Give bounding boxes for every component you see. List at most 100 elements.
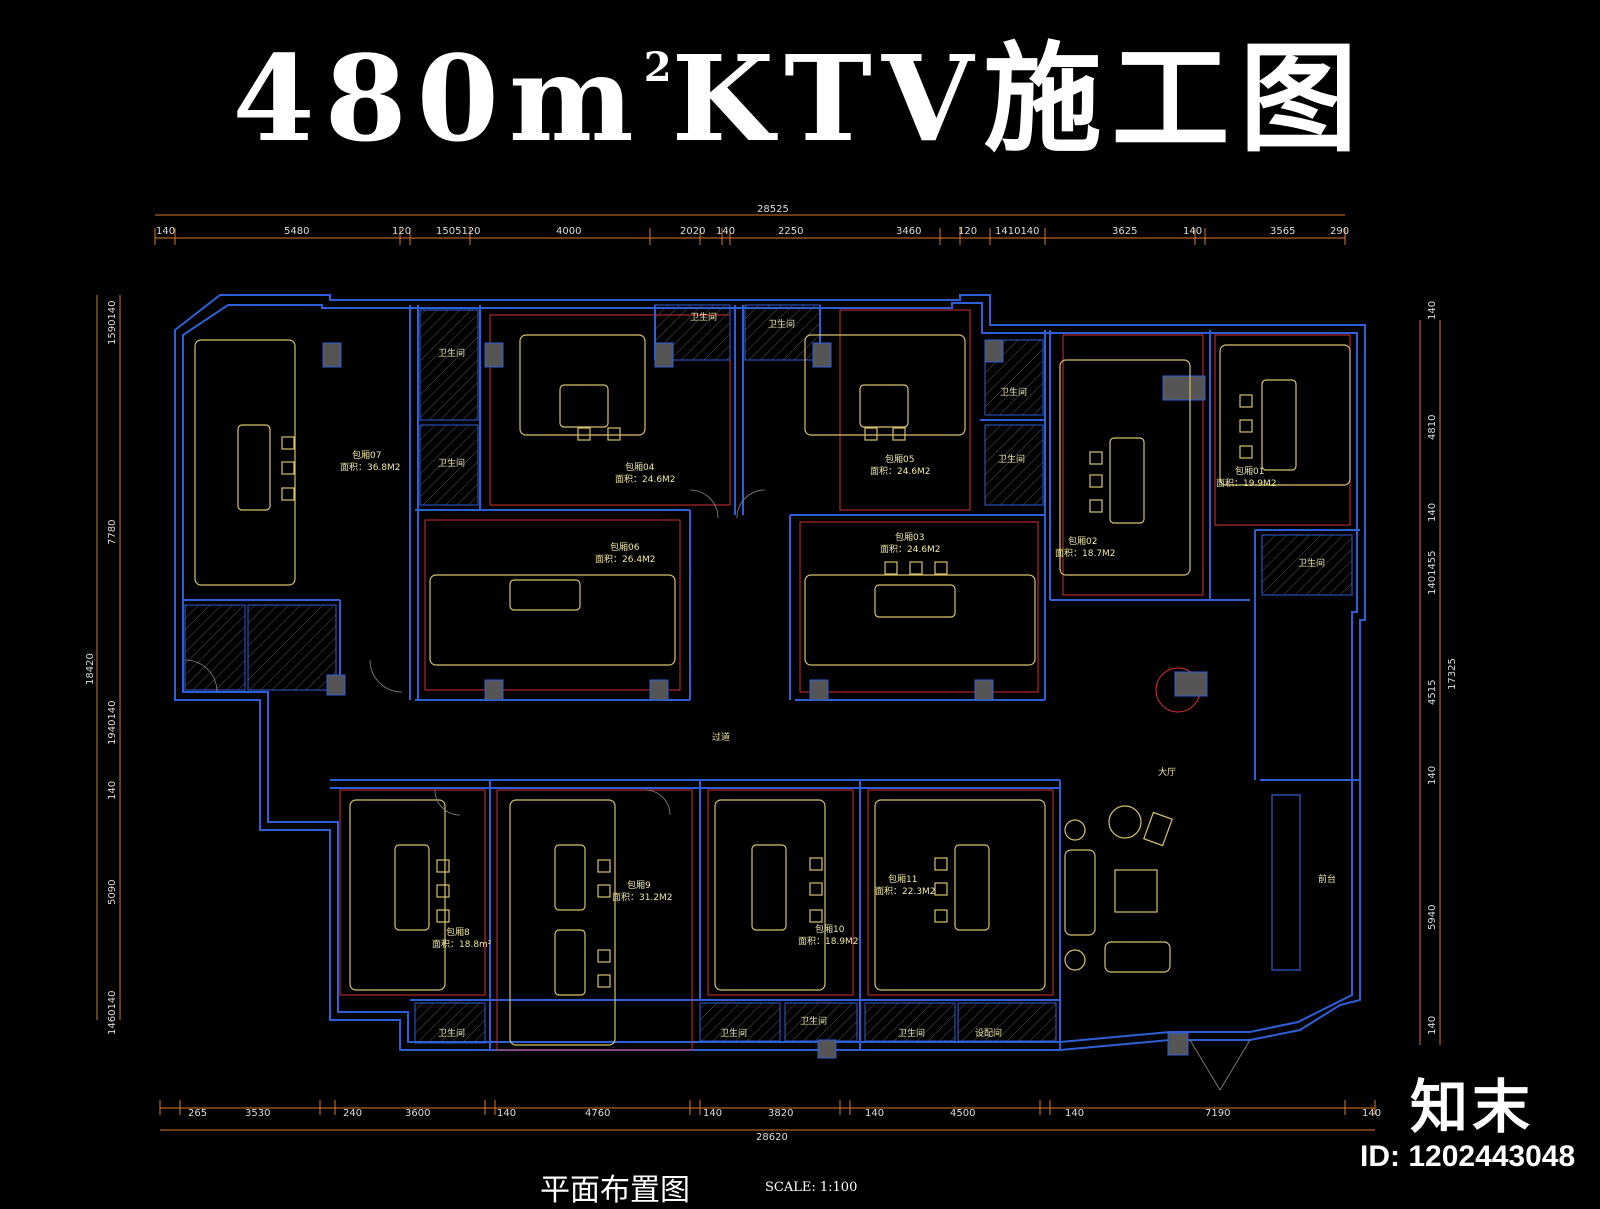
room-05-name: 包厢05 (885, 453, 914, 465)
walls (174, 294, 1366, 1051)
dim-top: 120 (392, 226, 411, 237)
dim-bottom: 4760 (585, 1108, 610, 1119)
toilet-label: 卫生间 (438, 1027, 465, 1039)
room-11-area: 面积：22.3M2 (875, 885, 936, 897)
dim-bottom: 7190 (1205, 1108, 1230, 1119)
dim-top: 2250 (778, 226, 803, 237)
dim-bottom: 3600 (405, 1108, 430, 1119)
room-05-area: 面积：24.6M2 (870, 465, 931, 477)
door-swings (184, 489, 1251, 1091)
room-07-area: 面积：36.8M2 (340, 461, 401, 473)
dim-left: 1590140 (107, 300, 118, 345)
room-labels: 包厢07 面积：36.8M2 包厢04 面积：24.6M2 包厢05 面积：24… (340, 311, 1336, 1039)
toilet-label: 卫生间 (1298, 557, 1325, 569)
dim-top: 290 (1330, 226, 1349, 237)
room-9-name: 包厢9 (627, 879, 651, 891)
room-10-name: 包厢10 (815, 923, 845, 935)
dim-top: 140 (1183, 226, 1202, 237)
dim-top: 4000 (556, 226, 581, 237)
dim-top: 3460 (896, 226, 921, 237)
room-07-name: 包厢07 (352, 449, 381, 461)
dim-bottom: 3820 (768, 1108, 793, 1119)
dim-bottom: 240 (343, 1108, 362, 1119)
toilet-label: 卫生间 (720, 1027, 747, 1039)
hall-label: 大厅 (1158, 766, 1176, 778)
dim-left-total: 18420 (85, 653, 96, 685)
toilet-label: 卫生间 (690, 311, 717, 323)
room-04-area: 面积：24.6M2 (615, 473, 676, 485)
toilet-label: 卫生间 (800, 1015, 827, 1027)
dim-top: 1505120 (436, 226, 481, 237)
room-04-name: 包厢04 (625, 461, 655, 473)
dim-left: 1460140 (107, 990, 118, 1035)
dim-top: 3565 (1270, 226, 1295, 237)
dim-left: 140 (107, 781, 118, 800)
room-10-area: 面积：18.9M2 (798, 935, 859, 947)
title-superscript: 2 (643, 44, 672, 91)
dim-top: 1410140 (995, 226, 1040, 237)
dimension-text-vertical: 18420 1590140 7780 1940140 140 5090 1460… (85, 300, 1458, 1035)
dim-top: 120 (958, 226, 977, 237)
dim-right: 4515 (1427, 680, 1438, 705)
room-8-area: 面积：18.8m² (432, 938, 492, 950)
toilet-label: 卫生间 (1000, 386, 1027, 398)
dim-bottom: 140 (497, 1108, 516, 1119)
dimension-text: 28525 140 5480 120 1505120 4000 2020 140… (156, 204, 1381, 1143)
room-02-name: 包厢02 (1068, 535, 1097, 547)
dim-bottom: 265 (188, 1108, 207, 1119)
corridor-label: 过道 (712, 731, 730, 743)
toilet-label: 卫生间 (438, 347, 465, 359)
room-02-area: 面积：18.7M2 (1055, 547, 1116, 559)
dimension-lines (96, 214, 1441, 1131)
dim-right: 5940 (1427, 905, 1438, 930)
dim-bottom: 140 (1065, 1108, 1084, 1119)
room-03-area: 面积：24.6M2 (880, 543, 941, 555)
title-main: 480m (232, 29, 644, 168)
scale-label: SCALE: 1:100 (765, 1180, 858, 1195)
columns (322, 339, 1208, 1059)
toilet-label: 卫生间 (998, 453, 1025, 465)
dim-left: 7780 (107, 520, 118, 545)
drawing-caption: 平面布置图 (540, 1173, 690, 1208)
toilet-label: 卫生间 (438, 457, 465, 469)
drawing-title: 480m2KTV施工图 (0, 40, 1600, 158)
dim-left: 5090 (107, 880, 118, 905)
dim-top-total: 28525 (757, 204, 789, 215)
dim-right: 4810 (1427, 415, 1438, 440)
reception-label: 前台 (1318, 873, 1336, 885)
room-01-name: 包厢01 (1235, 465, 1264, 477)
dim-top: 2020 (680, 226, 705, 237)
dim-right: 140 (1427, 1016, 1438, 1035)
toilet-label: 卫生间 (768, 318, 795, 330)
dim-bottom: 140 (865, 1108, 884, 1119)
id-label: ID: 1202443048 (1360, 1140, 1576, 1173)
dim-left: 1940140 (107, 700, 118, 745)
dim-bottom: 140 (703, 1108, 722, 1119)
room-06-area: 面积：26.4M2 (595, 553, 656, 565)
room-outlines (339, 309, 1351, 1051)
toilet-label: 卫生间 (898, 1027, 925, 1039)
dim-top: 140 (156, 226, 175, 237)
room-06-name: 包厢06 (610, 541, 640, 553)
dim-bottom: 3530 (245, 1108, 270, 1119)
dim-right: 140 (1427, 301, 1438, 320)
brand-logo: 知末 (1410, 1073, 1535, 1141)
dim-right: 1401455 (1427, 550, 1438, 595)
room-03-name: 包厢03 (895, 531, 924, 543)
furniture (194, 334, 1351, 1046)
room-8-name: 包厢8 (446, 926, 470, 938)
dim-bottom: 4500 (950, 1108, 975, 1119)
room-9-area: 面积：31.2M2 (612, 891, 673, 903)
equipment-room-label: 设配间 (975, 1027, 1002, 1039)
dim-bottom-total: 28620 (756, 1132, 788, 1143)
title-rest: KTV施工图 (671, 29, 1368, 168)
dim-right-total: 17325 (1447, 658, 1458, 690)
dim-top: 3625 (1112, 226, 1137, 237)
dim-bottom: 140 (1362, 1108, 1381, 1119)
dim-top: 140 (716, 226, 735, 237)
room-11-name: 包厢11 (888, 873, 917, 885)
dim-right: 140 (1427, 503, 1438, 522)
dim-right: 140 (1427, 766, 1438, 785)
room-01-area: 面积：19.9M2 (1216, 477, 1277, 489)
